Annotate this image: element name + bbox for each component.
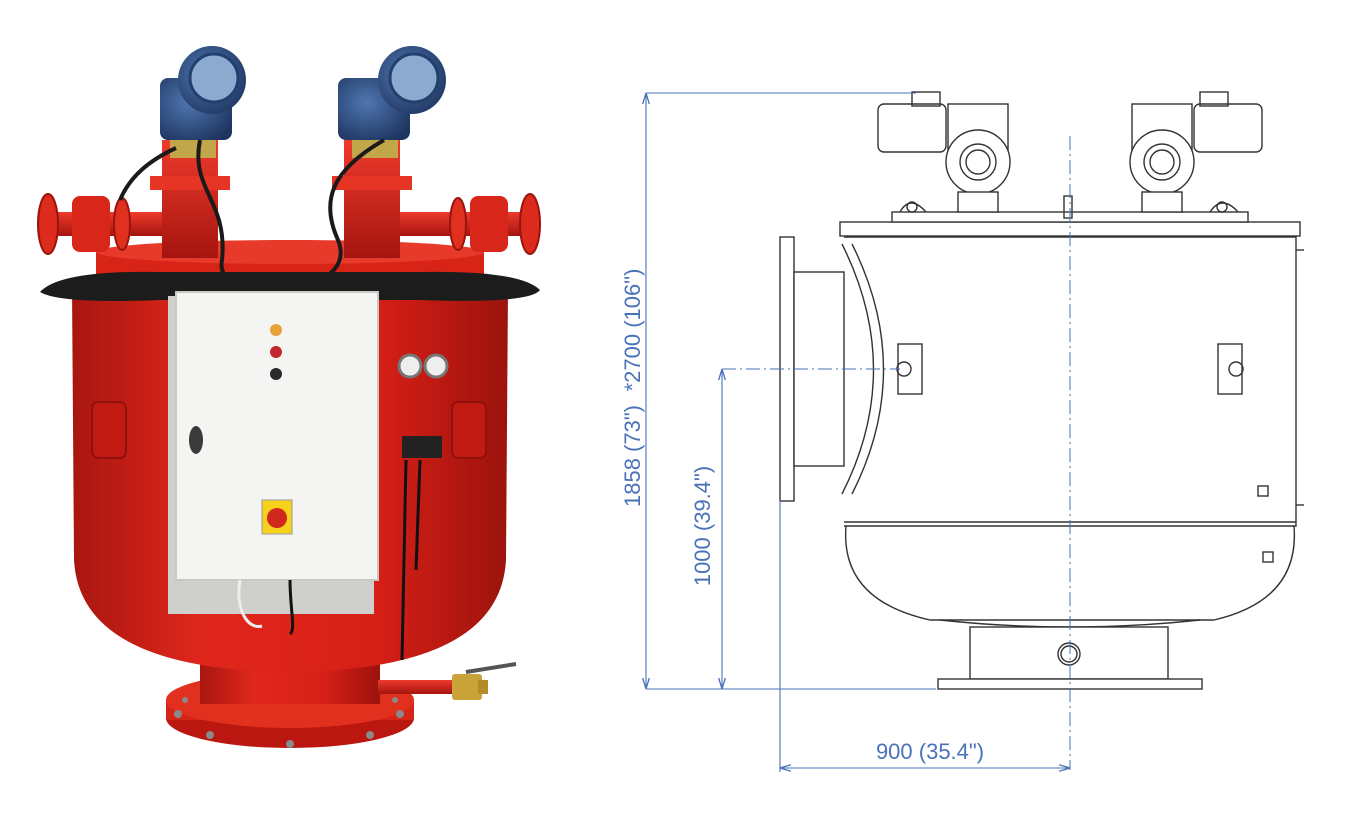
dimension-half-width: 900 (35.4") — [876, 739, 984, 764]
motor-right — [338, 46, 446, 140]
dimension-overall-height: *2700 (106") — [620, 269, 645, 392]
hose-ring — [40, 271, 540, 301]
drain-valve — [378, 662, 517, 700]
pressure-gauges — [397, 353, 449, 661]
filter-photo — [37, 46, 541, 748]
dimension-inlet-height: 1000 (39.4") — [690, 466, 715, 586]
drawing-vessel — [844, 236, 1304, 690]
bottom-flange — [166, 660, 414, 748]
motor-left — [160, 46, 246, 140]
control-panel — [168, 291, 379, 636]
top-assembly — [37, 132, 541, 292]
drive-unit-right — [1129, 91, 1263, 213]
technical-drawing: *2700 (106") 1858 (73") 1000 (39.4") 900… — [620, 91, 1304, 772]
drive-unit-left — [877, 91, 1011, 213]
dimension-lines — [646, 92, 1070, 772]
dimension-body-height: 1858 (73") — [620, 405, 645, 507]
